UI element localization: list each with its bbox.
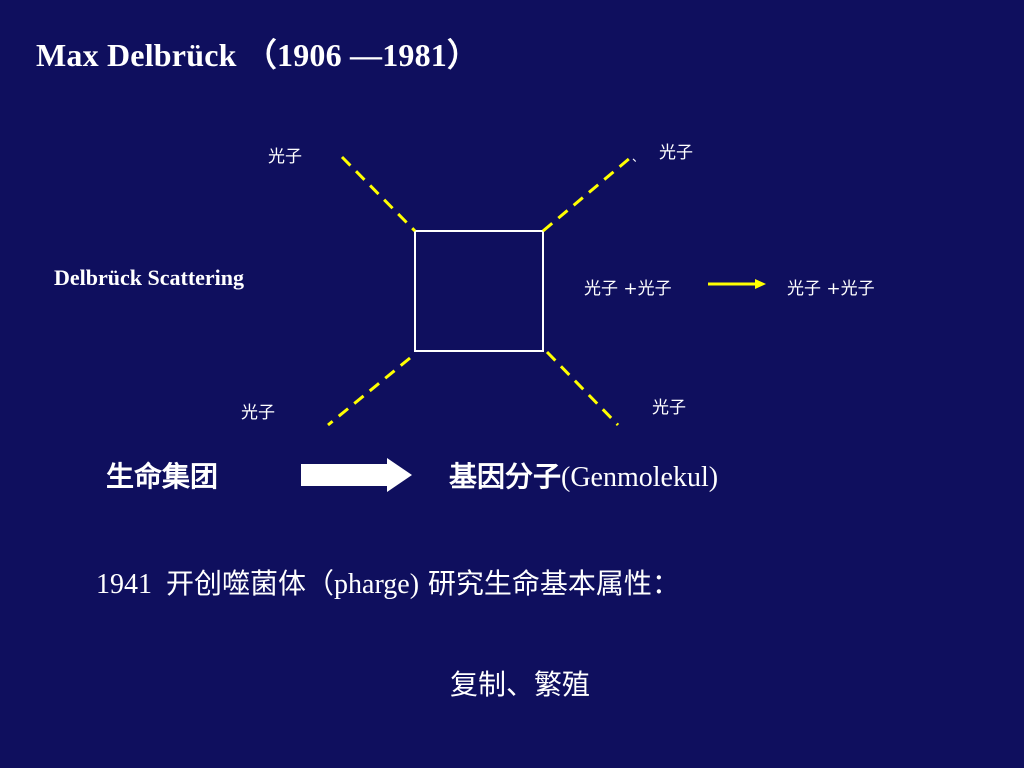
tick-mark: 、 (632, 150, 645, 164)
photon-line-top-right (542, 156, 631, 233)
scattering-box (414, 230, 544, 352)
reaction-left: 光子 +光子 (584, 279, 672, 299)
photon-label-bottom-right: 光子 (652, 398, 686, 418)
statement-right-en: (Genmolekul) (561, 462, 719, 493)
reaction-right: 光子 +光子 (787, 279, 875, 299)
photon-label-bottom-left: 光子 (241, 403, 275, 423)
line-1941: 1941 开创噬菌体（pharge) 研究生命基本属性： (96, 562, 680, 602)
photon-label-top-left: 光子 (268, 147, 302, 167)
line-1941-text-en: pharge) (334, 569, 420, 600)
statement-right: 基因分子(Genmolekul) (449, 455, 718, 495)
scattering-label: Delbrück Scattering (54, 265, 245, 290)
photon-line-bottom-left (327, 356, 411, 427)
big-white-arrow (301, 458, 412, 492)
line-1941-text-b: 研究生命基本属性： (419, 567, 680, 600)
slide-title: Max Delbrück （1906 —1981） (36, 37, 480, 73)
line-replication: 复制、繁殖 (450, 668, 591, 701)
reaction-arrow-head (755, 279, 766, 289)
photon-line-bottom-right (545, 350, 620, 427)
line-1941-year: 1941 (96, 569, 152, 600)
statement-right-cn: 基因分子 (449, 460, 562, 493)
statement-left: 生命集团 (106, 460, 219, 493)
photon-line-top-left (340, 155, 417, 233)
photon-label-top-right: 光子 (659, 143, 693, 163)
line-1941-text-a: 开创噬菌体（ (166, 567, 335, 600)
